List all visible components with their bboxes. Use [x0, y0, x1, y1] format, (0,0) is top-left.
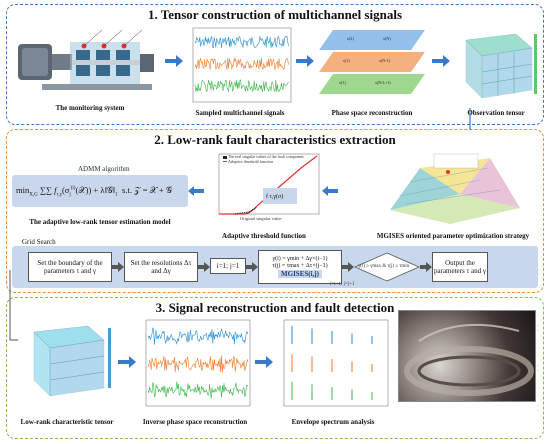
bearing-fault-photo	[398, 310, 536, 402]
svg-text:x(N-1): x(N-1)	[379, 58, 391, 63]
svg-text:x(2): x(2)	[347, 36, 354, 41]
model-label: The adaptive low-rank tensor estimation …	[29, 218, 171, 226]
admm-algorithm-title: ADMM algorithm	[78, 165, 130, 173]
svg-text:f τ,γ(σ): f τ,γ(σ)	[266, 193, 283, 200]
output-box: Output the parameters τ and γ	[432, 252, 488, 282]
boundary-box: Set the boundary of the parameters τ and…	[28, 252, 112, 282]
phase-space-label: Phase space reconstruction	[331, 109, 413, 117]
svg-text:x(1): x(1)	[339, 80, 346, 85]
condition-text: γ(i) ≥ γmax & τ(j) ≥ τmin	[358, 264, 410, 269]
low-rank-label: Low-rank characteristic tensor	[20, 418, 114, 426]
decision-diamond	[354, 252, 420, 282]
chart-legend-1: The real singular values of the fault co…	[228, 154, 304, 159]
resolution-box: Set the resolutions Δτ and Δγ	[124, 252, 198, 282]
arrow-left-icon	[188, 186, 204, 196]
phase-space-layers: x(2) x(N) x(1) x(N-1) x(1) x(N-L+1)	[319, 30, 425, 94]
update-box: γ(i) = γmin + Δγ×(i−1) τ(j) = τmax + Δτ×…	[258, 250, 342, 284]
svg-text:x(N): x(N)	[383, 36, 391, 41]
arrow-right-icon	[296, 55, 314, 67]
arrow-right-icon	[420, 262, 432, 272]
section-3-frame: 3. Signal reconstruction and fault detec…	[6, 297, 544, 439]
mgises-label: MGISES oriented parameter optimization s…	[376, 232, 530, 240]
arrow-right-icon	[112, 262, 124, 272]
arrow-right-icon	[432, 55, 450, 67]
monitoring-system-image	[18, 29, 154, 90]
mgises-tag: MGISES(i,j)	[278, 269, 322, 278]
init-box: i=1; j=1	[210, 258, 246, 274]
admm-formula: minX,G ∑∑ fτ,γ(σj(i)(𝒳)) + λ‖𝒢‖1 s.t. 𝒵 …	[16, 185, 172, 198]
arrow-right-icon	[342, 262, 354, 272]
chart-x-axis-label: Original singular value	[240, 216, 282, 221]
low-rank-tensor-cube	[33, 325, 111, 397]
envelope-spectrum-plot	[283, 319, 389, 407]
section-2-title: 2. Low-rank fault characteristics extrac…	[154, 132, 396, 147]
admm-formula-box	[12, 175, 188, 207]
envelope-label: Envelope spectrum analysis	[291, 418, 375, 426]
section-3-title: 3. Signal reconstruction and fault detec…	[155, 300, 395, 315]
section-1-frame: 1. Tensor construction of multichannel s…	[6, 4, 544, 125]
section-2-frame: 2. Low-rank fault characteristics extrac…	[6, 129, 544, 293]
arrow-right-icon	[198, 262, 210, 272]
arrow-right-icon	[118, 356, 136, 368]
monitoring-system-label: The monitoring system	[55, 104, 125, 112]
arrow-right-icon	[246, 262, 258, 272]
arrow-left-icon	[322, 186, 338, 196]
mgises-surface-plot	[390, 153, 520, 224]
section-1-title: 1. Tensor construction of multichannel s…	[147, 7, 403, 22]
inverse-reconstruction-plot	[145, 319, 251, 407]
arrow-right-icon	[255, 356, 273, 368]
adaptive-threshold-plot: f τ,γ(σ)	[218, 153, 320, 215]
svg-text:x(N-L+1): x(N-L+1)	[375, 80, 391, 85]
chart-legend-2: Adaptive threshold function	[228, 159, 273, 164]
adaptive-threshold-label: Adaptive threshold function	[222, 232, 306, 240]
observation-tensor-label: Observation tensor	[467, 109, 525, 117]
svg-text:x(1): x(1)	[343, 58, 350, 63]
sampled-signals-label: Sampled multichannel signals	[195, 109, 285, 117]
sampled-signals-plot	[192, 27, 292, 103]
inverse-label: Inverse phase space reconstruction	[142, 418, 248, 426]
grid-search-title: Grid Search	[22, 238, 56, 246]
observation-tensor-cube	[465, 33, 537, 99]
arrow-right-icon	[165, 55, 183, 67]
loop-label: i=i+1; j=j+1	[330, 282, 355, 287]
